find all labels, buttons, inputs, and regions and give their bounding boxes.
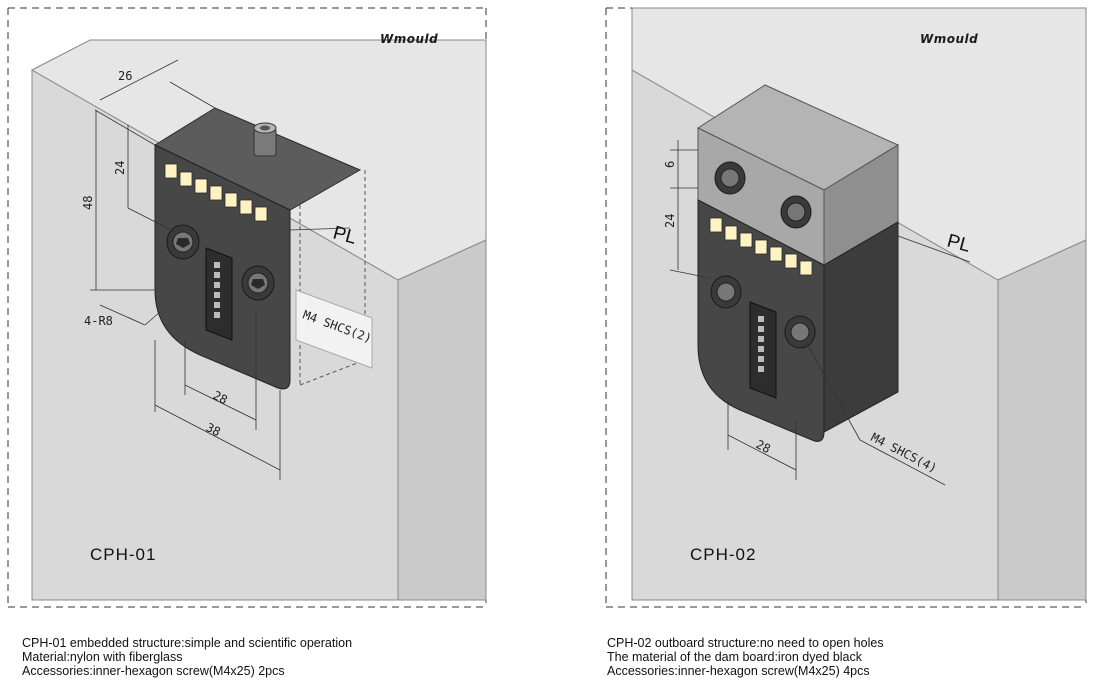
counter-label-strip <box>709 217 813 276</box>
brand-logo: Wmould <box>380 32 439 46</box>
dim-top-width: 26 <box>118 69 132 83</box>
cph01-drawing: 26 48 24 4-R8 28 38 PL M4 SHCS(2) <box>7 7 487 608</box>
screw-icon <box>784 315 816 349</box>
diagram-panel-cph02: 6 24 28 PL M4 SHCS(4) Wmould CPH-02 <box>600 0 1094 620</box>
pocket-outline <box>299 170 366 386</box>
screw-icon <box>166 224 200 260</box>
caption-cph01: CPH-01 embedded structure:simple and sci… <box>22 636 352 678</box>
caption-cph02: CPH-02 outboard structure:no need to ope… <box>607 636 884 678</box>
diagram-panel-cph01: 26 48 24 4-R8 28 38 PL M4 SHCS(2) Wmould… <box>0 0 500 620</box>
dim-screw-spacing: 28 <box>211 388 230 407</box>
counter-label-strip <box>164 163 268 222</box>
caption-line: CPH-01 embedded structure:simple and sci… <box>22 636 353 650</box>
caption-line: The material of the dam board:iron dyed … <box>607 650 862 664</box>
model-label: CPH-01 <box>90 545 157 564</box>
screw-icon <box>780 195 812 229</box>
caption-line: Material:nylon with fiberglass <box>22 650 183 664</box>
dim-height-label: 24 <box>113 161 127 175</box>
screw-icon <box>714 161 746 195</box>
dimension-lines <box>669 140 971 486</box>
dim-height-label: 24 <box>663 214 677 228</box>
screw-note-tag <box>295 289 373 369</box>
caption-line: CPH-02 outboard structure:no need to ope… <box>607 636 884 650</box>
screw-icon <box>241 265 275 301</box>
counter-body <box>696 84 900 442</box>
dim-height-total: 48 <box>81 196 95 210</box>
screw-icon <box>710 275 742 309</box>
caption-line: Accessories:inner-hexagon screw(M4x25) 4… <box>607 664 870 678</box>
model-label: CPH-02 <box>690 545 757 564</box>
dim-width-total: 38 <box>204 420 223 439</box>
dimension-lines <box>90 59 351 480</box>
dim-screw-spacing: 28 <box>754 437 773 456</box>
cph02-drawing: 6 24 28 PL M4 SHCS(4) <box>605 7 1087 608</box>
brand-logo: Wmould <box>920 32 979 46</box>
dim-corner-radius: 4-R8 <box>84 314 113 328</box>
dim-top-offset: 6 <box>663 161 677 168</box>
caption-line: Accessories:inner-hexagon screw(M4x25) 2… <box>22 664 285 678</box>
